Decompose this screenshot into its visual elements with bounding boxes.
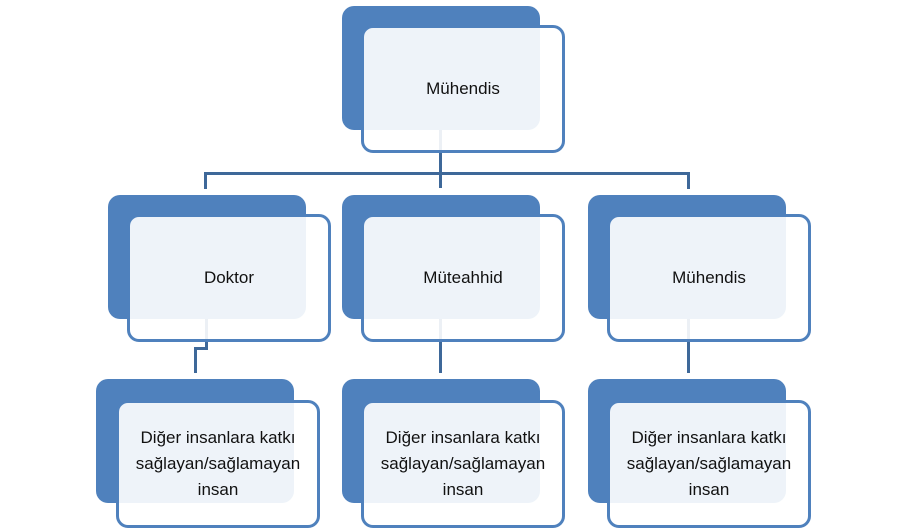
leaf-muhendis[interactable]: Diğer insanlara katkı sağlayan/sağlamaya…	[607, 400, 811, 528]
connector-root-down	[439, 130, 442, 188]
leaf-muhendis-label: Diğer insanlara katkı sağlayan/sağlamaya…	[626, 428, 792, 499]
connector-muhendis-down	[687, 318, 690, 373]
leaf-doktor[interactable]: Diğer insanlara katkı sağlayan/sağlamaya…	[116, 400, 320, 528]
node-muhendis-label: Mühendis	[672, 268, 746, 287]
connector-horizontal-bar	[204, 172, 690, 175]
root-node-label: Mühendis	[426, 79, 500, 98]
node-doktor[interactable]: Doktor	[127, 214, 331, 342]
connector-doktor-jog	[194, 347, 208, 350]
connector-drop-left	[204, 172, 207, 189]
node-muhendis[interactable]: Mühendis	[607, 214, 811, 342]
root-node[interactable]: Mühendis	[361, 25, 565, 153]
connector-muteahhid-down	[439, 318, 442, 373]
node-muteahhid-label: Müteahhid	[423, 268, 503, 287]
connector-doktor-down2	[194, 347, 197, 373]
leaf-muteahhid[interactable]: Diğer insanlara katkı sağlayan/sağlamaya…	[361, 400, 565, 528]
node-doktor-label: Doktor	[203, 268, 255, 287]
leaf-doktor-label: Diğer insanlara katkı sağlayan/sağlamaya…	[135, 428, 301, 499]
leaf-muteahhid-label: Diğer insanlara katkı sağlayan/sağlamaya…	[380, 428, 546, 499]
connector-drop-right	[687, 172, 690, 189]
node-muteahhid[interactable]: Müteahhid	[361, 214, 565, 342]
